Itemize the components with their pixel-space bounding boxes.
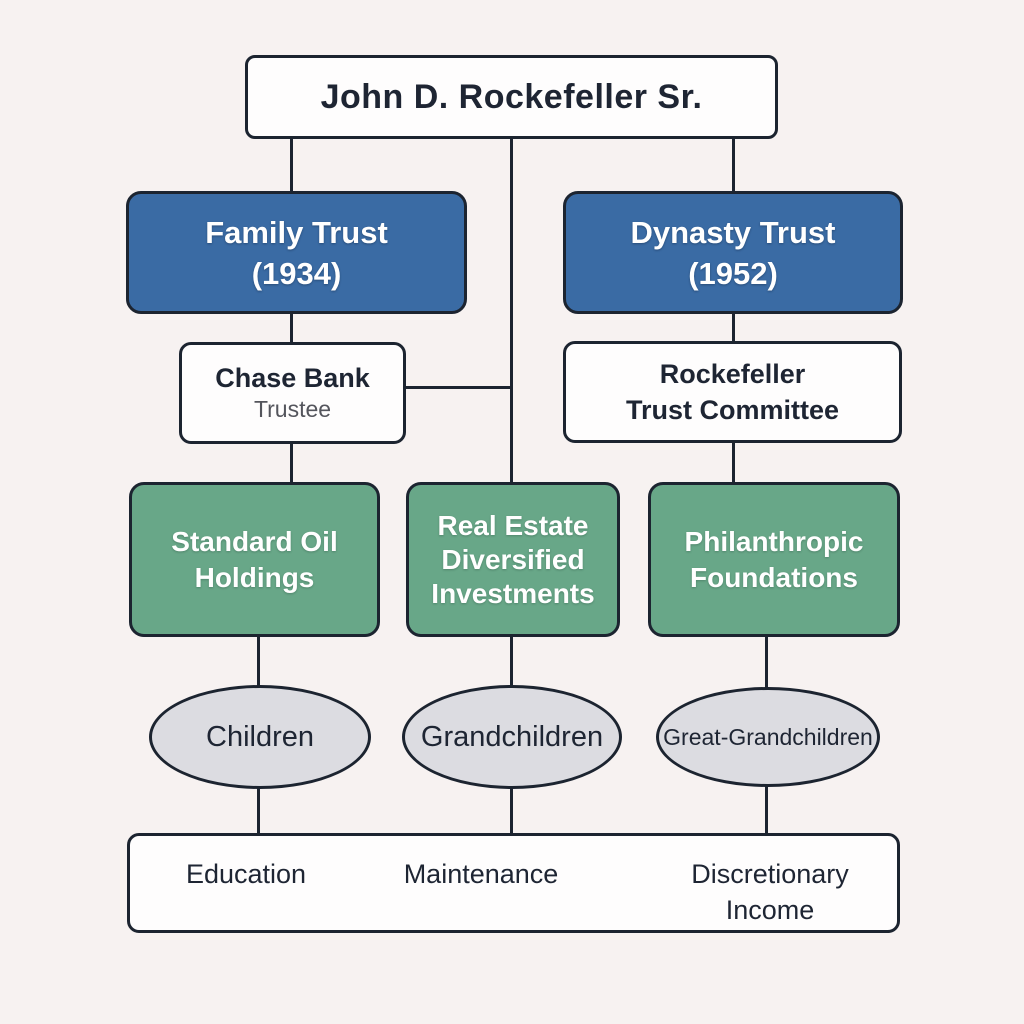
connector-root-dynasty-trust (732, 137, 735, 192)
node-children: Children (149, 685, 371, 789)
node-label: John D. Rockefeller Sr. (320, 77, 703, 116)
node-label-line1: Dynasty Trust (630, 214, 836, 250)
node-john-d-rockefeller-sr: John D. Rockefeller Sr. (245, 55, 778, 139)
node-chase-bank-trustee: Chase Bank Trustee (179, 342, 406, 444)
node-real-estate-diversified-investments: Real Estate Diversified Investments (406, 482, 620, 637)
connector-chase-bank-standard-oil (290, 443, 293, 483)
node-label-line1: Chase Bank (215, 363, 370, 393)
node-label-line1: Rockefeller (659, 359, 806, 389)
node-label-line2: Trustee (253, 396, 332, 422)
node-family-trust: Family Trust (1934) (126, 191, 467, 314)
connector-committee-philanthropic (732, 442, 735, 483)
distribution-discretionary-income: Discretionary Income (640, 856, 900, 928)
connector-standard-oil-children (257, 636, 260, 687)
node-label-line3: Investments (431, 577, 595, 609)
node-label-line2: Foundations (690, 561, 858, 593)
connector-philanthropic-great-grandchildren (765, 636, 768, 689)
node-label: Great-Grandchildren (663, 723, 873, 750)
node-distributions: Education Maintenance Discretionary Inco… (127, 833, 900, 933)
node-label-line2: Holdings (194, 561, 315, 593)
node-great-grandchildren: Great-Grandchildren (656, 687, 880, 787)
node-standard-oil-holdings: Standard Oil Holdings (129, 482, 380, 637)
node-label-line1: Standard Oil (171, 525, 338, 557)
distribution-maintenance: Maintenance (403, 859, 559, 889)
connector-root-real-estate (510, 137, 513, 483)
node-dynasty-trust: Dynasty Trust (1952) (563, 191, 903, 314)
connector-grandchildren-distributions (510, 787, 513, 835)
connector-great-grandchildren-distributions (765, 785, 768, 835)
connector-chase-bank-centerline (404, 386, 512, 389)
node-label: Children (206, 720, 314, 753)
node-label-line2: Trust Committee (625, 395, 840, 425)
node-label-line1: Philanthropic (684, 525, 864, 557)
node-label-line2: (1934) (251, 255, 342, 291)
node-grandchildren: Grandchildren (402, 685, 622, 789)
node-label-line2: (1952) (688, 255, 778, 291)
node-label-line2: Diversified (441, 543, 585, 575)
node-label-line1: Real Estate (437, 509, 589, 541)
node-label: Grandchildren (420, 720, 604, 753)
node-label-line1: Family Trust (205, 214, 388, 250)
distribution-education: Education (185, 859, 307, 889)
connector-dynasty-trust-committee (732, 312, 735, 342)
connector-root-family-trust (290, 137, 293, 192)
connector-real-estate-grandchildren (510, 636, 513, 687)
node-philanthropic-foundations: Philanthropic Foundations (648, 482, 900, 637)
connector-children-distributions (257, 787, 260, 835)
distribution-label-line2: Income (725, 895, 815, 925)
node-rockefeller-trust-committee: Rockefeller Trust Committee (563, 341, 902, 443)
distribution-label-line1: Discretionary (691, 859, 849, 889)
connector-family-trust-chase-bank (290, 312, 293, 343)
